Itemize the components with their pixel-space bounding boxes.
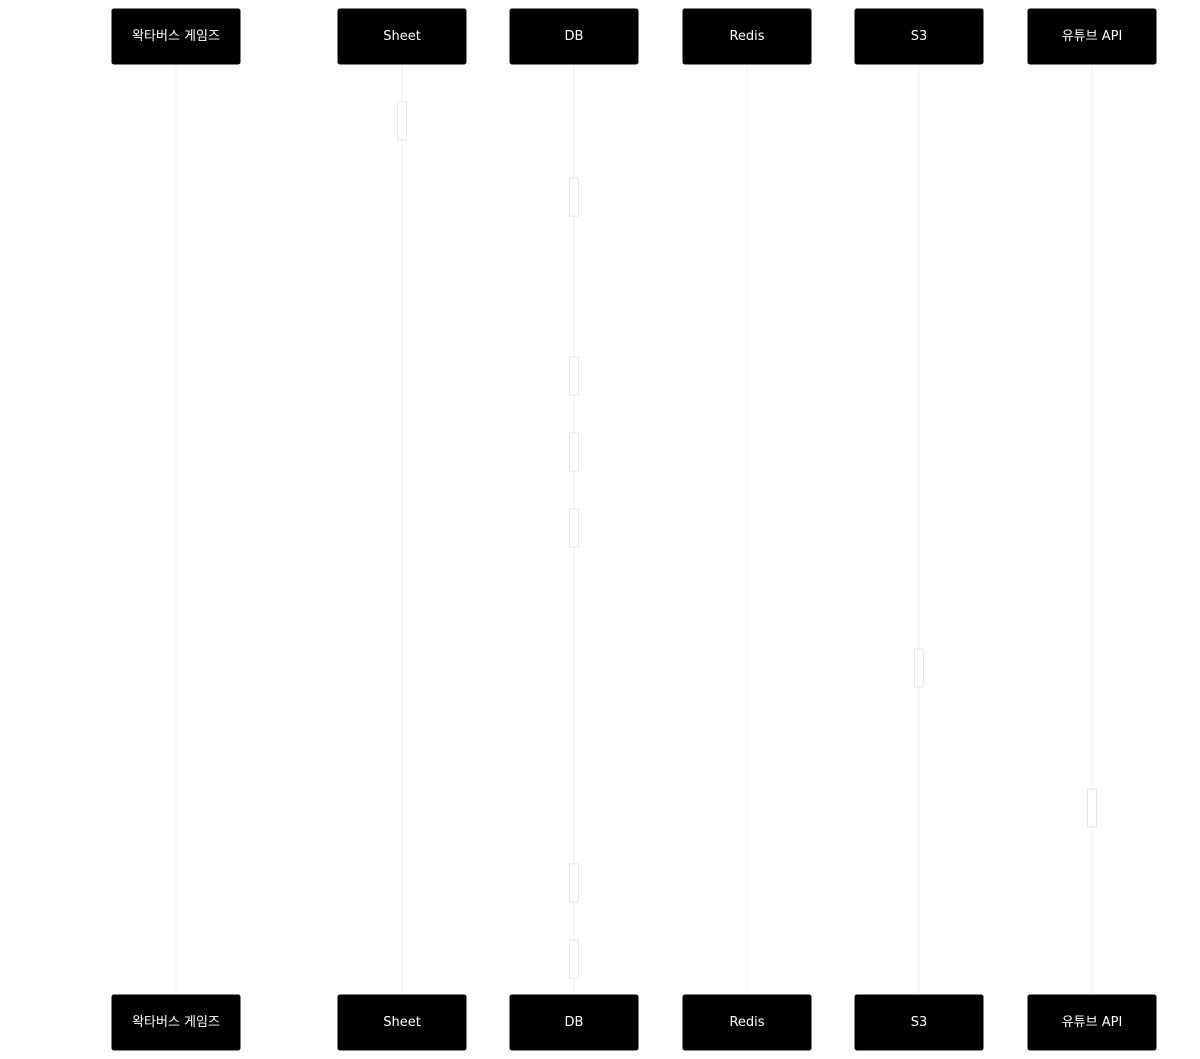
- participant-box: [854, 994, 984, 1051]
- participant-box: [682, 8, 812, 65]
- participant-wakta-top[interactable]: 왁타버스 게임즈: [111, 8, 241, 65]
- activation-db: [569, 863, 579, 903]
- activation-db: [569, 177, 579, 217]
- participant-redis-top[interactable]: Redis: [682, 8, 812, 65]
- participant-box: [682, 994, 812, 1051]
- participant-box: [111, 994, 241, 1051]
- participant-label: S3: [911, 29, 928, 44]
- participants-bottom: 왁타버스 게임즈 Sheet DB Redis S3 유튜브 API: [111, 994, 1157, 1051]
- participant-label: Sheet: [383, 29, 421, 44]
- participant-label: 유튜브 API: [1062, 1015, 1123, 1030]
- participant-box: [337, 994, 467, 1051]
- participant-box: [509, 8, 639, 65]
- participant-db-bottom[interactable]: DB: [509, 994, 639, 1051]
- participant-wakta-bottom[interactable]: 왁타버스 게임즈: [111, 994, 241, 1051]
- participant-sheet-top[interactable]: Sheet: [337, 8, 467, 65]
- participant-box: [337, 8, 467, 65]
- participant-s3-bottom[interactable]: S3: [854, 994, 984, 1051]
- participant-label: Redis: [729, 29, 764, 44]
- participant-box: [111, 8, 241, 65]
- activation-sheet: [397, 101, 407, 141]
- participant-youtube-top[interactable]: 유튜브 API: [1027, 8, 1157, 65]
- participant-label: S3: [911, 1015, 928, 1030]
- participant-label: 유튜브 API: [1062, 29, 1123, 44]
- participant-box: [509, 994, 639, 1051]
- participant-box: [1027, 8, 1157, 65]
- participant-s3-top[interactable]: S3: [854, 8, 984, 65]
- participant-youtube-bottom[interactable]: 유튜브 API: [1027, 994, 1157, 1051]
- participant-db-top[interactable]: DB: [509, 8, 639, 65]
- activation-db: [569, 508, 579, 548]
- activation-db: [569, 356, 579, 396]
- activation-db: [569, 432, 579, 472]
- participant-label: DB: [565, 1015, 584, 1030]
- participant-label: DB: [565, 29, 584, 44]
- participant-label: Redis: [729, 1015, 764, 1030]
- participant-label: 왁타버스 게임즈: [132, 29, 220, 44]
- participant-label: 왁타버스 게임즈: [132, 1015, 220, 1030]
- activation-youtube: [1087, 788, 1097, 828]
- lifelines: [175, 64, 1093, 995]
- activation-db: [569, 939, 579, 979]
- participant-redis-bottom[interactable]: Redis: [682, 994, 812, 1051]
- participant-box: [854, 8, 984, 65]
- participant-label: Sheet: [383, 1015, 421, 1030]
- participant-sheet-bottom[interactable]: Sheet: [337, 994, 467, 1051]
- participants-top: 왁타버스 게임즈 Sheet DB Redis S3 유튜브 API: [111, 8, 1157, 65]
- activation-s3: [914, 648, 924, 688]
- activations: [397, 101, 1097, 979]
- participant-box: [1027, 994, 1157, 1051]
